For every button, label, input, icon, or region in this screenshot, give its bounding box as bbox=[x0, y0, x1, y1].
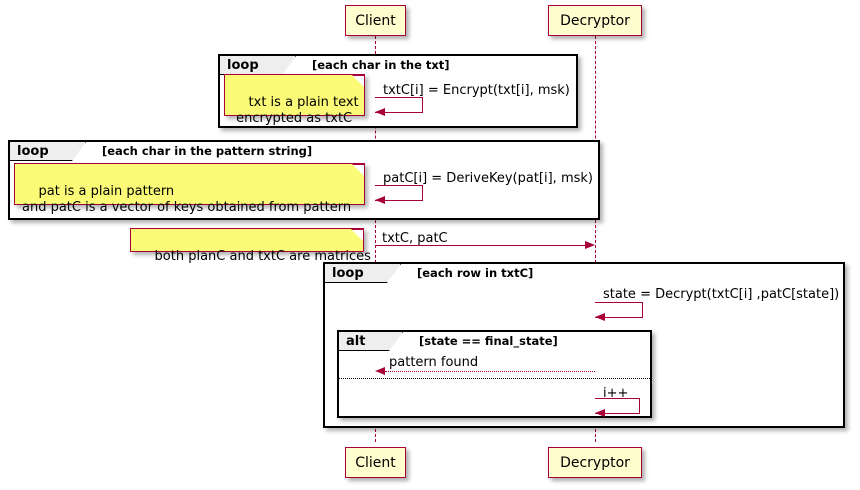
fragment-alt-final-state: alt [state == final_state] bbox=[337, 330, 652, 418]
fragment-label-loop2: loop bbox=[10, 142, 86, 161]
note-pat-plain-pattern: pat is a plain pattern and patC is a vec… bbox=[14, 163, 365, 215]
fragment-kind-loop2: loop bbox=[17, 143, 49, 159]
participant-client-top[interactable]: Client bbox=[345, 5, 406, 36]
fragment-label-alt1: alt bbox=[339, 332, 403, 351]
lifeline-client bbox=[375, 36, 376, 442]
message-label-m4: state = Decrypt(txtC[i] ,patC[state]) bbox=[603, 287, 840, 302]
message-selfloop-m6 bbox=[595, 398, 640, 414]
message-label-m3: txtC, patC bbox=[382, 231, 448, 246]
participant-label-client-bottom: Client bbox=[355, 454, 396, 471]
message-line-m5 bbox=[385, 371, 595, 372]
message-arrowhead-m4 bbox=[595, 313, 605, 321]
fragment-label-loop1: loop bbox=[220, 56, 296, 75]
fragment-else-divider-alt1 bbox=[339, 378, 650, 379]
participant-decryptor-bottom[interactable]: Decryptor bbox=[548, 447, 642, 478]
message-label-m5: pattern found bbox=[389, 355, 479, 370]
message-selfloop-m4 bbox=[595, 302, 643, 318]
fragment-guard-loop2: [each char in the pattern string] bbox=[102, 144, 313, 158]
participant-label-decryptor-top: Decryptor bbox=[560, 12, 630, 29]
message-arrowhead-m1 bbox=[375, 108, 385, 116]
message-line-m3 bbox=[375, 245, 585, 246]
note-text-2: pat is a plain pattern and patC is a vec… bbox=[22, 184, 352, 215]
fragment-guard-loop3: [each row in txtC] bbox=[417, 266, 534, 280]
note-txt-plain-text: txt is a plain text encrypted as txtC bbox=[224, 74, 365, 126]
note-text-1: txt is a plain text encrypted as txtC bbox=[236, 95, 359, 126]
fragment-kind-alt1: alt bbox=[346, 333, 366, 349]
note-fold-icon-2 bbox=[352, 164, 364, 176]
message-selfloop-m1 bbox=[375, 97, 423, 113]
message-selfloop-m2 bbox=[375, 185, 423, 201]
participant-label-decryptor-bottom: Decryptor bbox=[560, 454, 630, 471]
note-fold-icon-1 bbox=[352, 75, 364, 87]
fragment-guard-loop1: [each char in the txt] bbox=[312, 58, 450, 72]
participant-client-bottom[interactable]: Client bbox=[345, 447, 406, 478]
participant-decryptor-top[interactable]: Decryptor bbox=[548, 5, 642, 36]
participant-label-client-top: Client bbox=[355, 12, 396, 29]
message-arrowhead-m6 bbox=[595, 409, 605, 417]
message-label-m1: txtC[i] = Encrypt(txt[i], msk) bbox=[383, 83, 570, 98]
message-arrowhead-m5 bbox=[375, 366, 385, 375]
message-arrowhead-m3 bbox=[585, 240, 595, 249]
lifeline-decryptor bbox=[595, 36, 596, 442]
fragment-kind-loop3: loop bbox=[332, 265, 364, 281]
message-arrowhead-m2 bbox=[375, 196, 385, 204]
fragment-kind-loop1: loop bbox=[227, 57, 259, 73]
fragment-label-loop3: loop bbox=[325, 264, 401, 283]
note-fold-icon-3 bbox=[351, 229, 363, 241]
note-text-3: both planC and txtC are matrices bbox=[154, 249, 371, 264]
note-matrices: both planC and txtC are matrices bbox=[130, 228, 371, 264]
fragment-guard-alt1: [state == final_state] bbox=[419, 334, 558, 348]
message-label-m2: patC[i] = DeriveKey(pat[i], msk) bbox=[383, 171, 593, 186]
message-label-m6: i++ bbox=[603, 386, 629, 401]
